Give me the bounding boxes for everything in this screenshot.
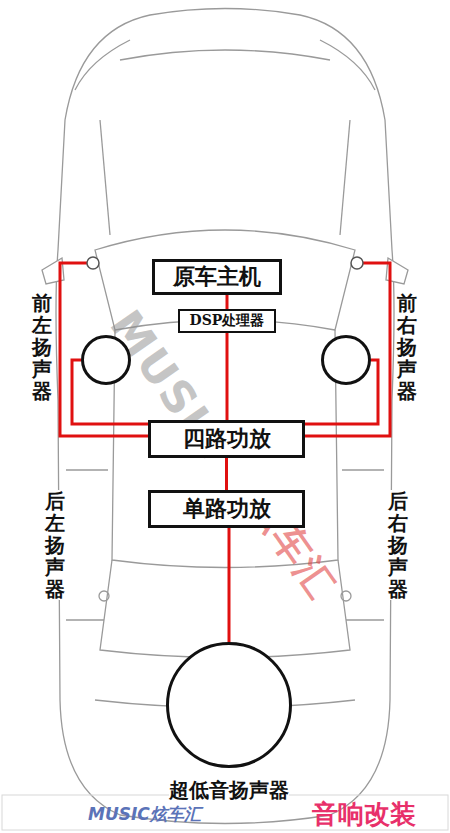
headlight: [75, 40, 130, 90]
signal-wire: [226, 295, 229, 309]
circle-outline: [81, 335, 131, 385]
door-line: [66, 469, 108, 470]
door-speaker-dot: [99, 591, 109, 601]
box-label: DSP处理器: [190, 312, 265, 330]
speaker-label: 后左扬声器: [45, 490, 65, 600]
circle-outline: [323, 337, 370, 384]
speaker-label: 超低音扬声器: [169, 777, 289, 804]
logo-text: 音响改装: [312, 797, 416, 832]
device-box: 原车主机: [152, 259, 282, 295]
hood-line: [120, 50, 330, 60]
box-label: 原车主机: [173, 262, 261, 292]
tweeter-wire: [305, 263, 390, 436]
headlight: [320, 40, 375, 90]
circle-outline: [168, 644, 291, 767]
door-speaker-dot: [341, 591, 351, 601]
device-box: DSP处理器: [178, 309, 276, 333]
signal-wire: [225, 458, 228, 490]
door-line: [346, 619, 384, 620]
speaker-label: 后右扬声器: [388, 490, 408, 600]
speaker-circle: 超低音扬声器: [166, 642, 292, 768]
box-label: 单路功放: [183, 494, 271, 524]
speaker-circle: 前右扬声器: [321, 335, 371, 385]
circle-outline: [321, 335, 371, 385]
door-line: [66, 619, 104, 620]
signal-wire: [226, 333, 229, 420]
device-box: 单路功放: [148, 490, 305, 528]
box-label: 四路功放: [183, 424, 271, 454]
tweeter-dot: [351, 257, 363, 269]
circle-outline: [83, 337, 130, 384]
logo-text: MUSIC炫车汇: [88, 803, 201, 826]
hood-line: [100, 120, 110, 235]
door-line: [342, 469, 384, 470]
speaker-label: 前右扬声器: [397, 292, 417, 402]
device-box: 四路功放: [148, 420, 305, 458]
tweeter-dot: [87, 257, 99, 269]
speaker-label: 前左扬声器: [32, 292, 52, 402]
circle-outline: [166, 642, 292, 768]
signal-wire: [228, 528, 231, 642]
speaker-circle: 前左扬声器: [81, 335, 131, 385]
car-body: [56, 9, 394, 824]
hood-line: [340, 120, 350, 235]
